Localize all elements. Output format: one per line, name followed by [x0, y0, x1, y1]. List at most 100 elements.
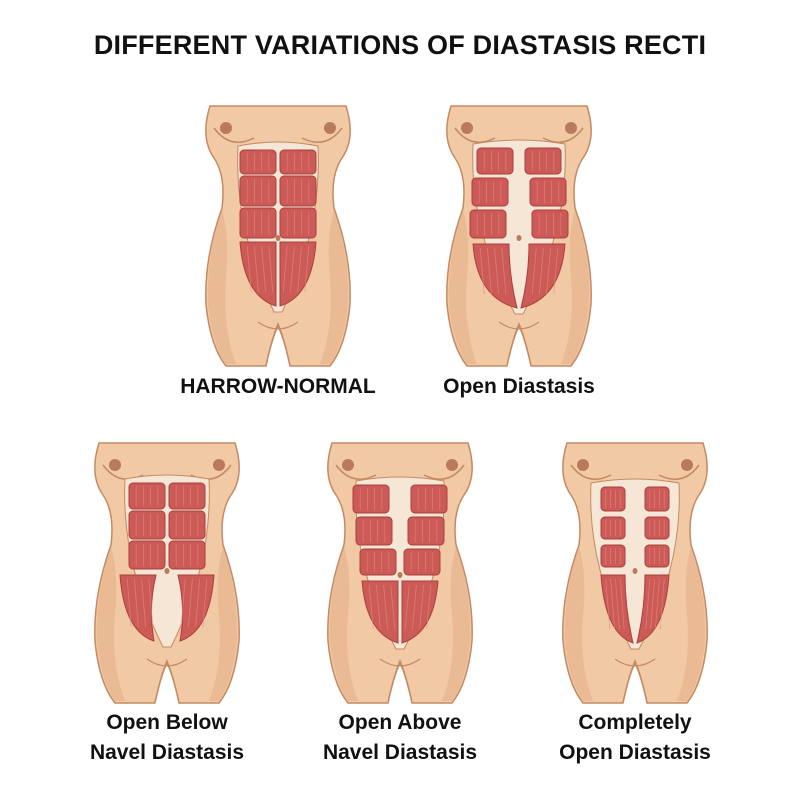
muscle-fiber-line [605, 578, 611, 630]
caption-narrow-normal: HARROW-NORMAL [140, 372, 416, 402]
muscle-fiber-line [501, 247, 507, 295]
caption-line: Open Diastasis [443, 375, 595, 398]
rectus-muscle-lower-segment [177, 574, 215, 642]
rectus-muscle-segment [168, 540, 206, 570]
muscle-fiber-line [246, 245, 252, 293]
torso-figure-open-below-navel [94, 442, 240, 704]
muscle-lower-shape [600, 574, 634, 644]
diagram-title: DIFFERENT VARIATIONS OF DIASTASIS RECTI [93, 30, 707, 60]
nipple-left [461, 122, 473, 134]
breast-line-left [335, 464, 377, 480]
muscle-segment-shape [529, 177, 567, 207]
torso-shadow-right [677, 547, 706, 701]
thigh-gap [506, 324, 532, 367]
muscle-segment-shape [469, 209, 507, 239]
muscle-segment-shape [644, 516, 670, 540]
pelvic-line [146, 658, 188, 667]
muscle-segment-shape [471, 177, 509, 207]
breast-line-left [570, 464, 612, 480]
pelvic-line [498, 321, 540, 330]
rectus-muscle-segment [128, 510, 166, 540]
muscle-segment-shape [476, 147, 514, 175]
rectus-muscle-segment [239, 175, 277, 207]
muscle-fiber-line [655, 578, 660, 630]
torso-shadow-right [442, 547, 471, 701]
muscle-fiber-line [546, 247, 551, 295]
muscle-segment-shape [168, 482, 206, 510]
rectus-muscle-segment [410, 484, 448, 514]
muscle-fiber-line [195, 578, 200, 628]
caption-line: Open Above [338, 711, 462, 734]
rectus-muscle-segment [355, 516, 393, 546]
muscle-segment-shape [239, 207, 277, 239]
torso-shadow-right [561, 210, 590, 364]
torso-figure-open-diastasis [446, 105, 592, 367]
muscle-lower-shape [239, 241, 277, 307]
muscle-fiber-line [202, 578, 208, 628]
rectus-muscle-segment [279, 149, 317, 175]
muscle-segment-shape [128, 482, 166, 510]
rectus-muscle-lower-segment [520, 243, 566, 309]
muscle-fiber-line [141, 578, 146, 628]
muscle-segment-shape [407, 516, 445, 546]
muscle-lower-shape [401, 580, 439, 644]
muscle-segment-shape [168, 540, 206, 570]
rectus-muscle-segment [352, 484, 390, 514]
nipple-left [220, 122, 232, 134]
breast-line-right [301, 127, 343, 143]
muscle-fiber-line [376, 584, 381, 630]
torso-shadow-right [209, 547, 238, 701]
rectus-muscle-lower-segment [401, 580, 439, 644]
muscle-segment-shape [239, 149, 277, 175]
torso-shadow-left [329, 547, 358, 701]
muscle-fiber-line [650, 578, 655, 630]
torso-figure-completely-open [562, 442, 708, 704]
muscle-lower-shape [177, 574, 215, 642]
torso-figure-narrow-normal [205, 105, 351, 367]
navel [397, 572, 403, 578]
breast-line-right [542, 127, 584, 143]
muscle-segment-shape [644, 486, 670, 512]
rectus-muscle-segment [469, 209, 507, 239]
caption-line: Open Below [106, 711, 228, 734]
muscle-fiber-line [539, 247, 544, 295]
rectus-muscle-segment [168, 482, 206, 510]
nipple-right [213, 459, 225, 471]
muscle-fiber-line [282, 245, 288, 293]
muscle-lower-shape [119, 574, 157, 642]
rectus-muscle-segment [524, 147, 562, 175]
rectus-muscle-segment [476, 147, 514, 175]
rectus-muscle-segment [279, 207, 317, 239]
rectus-muscle-lower-segment [239, 241, 277, 307]
caption-line: Open Diastasis [559, 741, 711, 764]
pelvic-line [257, 321, 299, 330]
nipple-right [681, 459, 693, 471]
muscle-fiber-line [479, 247, 485, 295]
navel [164, 568, 170, 574]
muscle-segment-shape [355, 516, 393, 546]
muscle-fiber-line [645, 578, 651, 630]
rectus-muscle-segment [644, 544, 670, 568]
rectus-muscle-lower-segment [361, 580, 399, 644]
pelvic-line [614, 658, 656, 667]
breast-line-right [658, 464, 700, 480]
rectus-muscle-segment [128, 482, 166, 510]
rectus-muscle-lower-segment [472, 243, 518, 309]
muscle-fiber-line [553, 247, 559, 295]
muscle-fiber-line [254, 245, 259, 293]
rectus-muscle-segment [600, 516, 626, 540]
torso-shadow-left [96, 547, 125, 701]
rectus-muscle-segment [531, 209, 569, 239]
rectus-muscle-lower-segment [279, 241, 317, 307]
torso-shadow-left [207, 210, 236, 364]
rectus-muscle-segment [600, 486, 626, 512]
muscle-fiber-line [419, 584, 424, 630]
thigh-gap [265, 324, 291, 367]
muscle-segment-shape [644, 544, 670, 568]
pelvic-line [379, 658, 421, 667]
torso-shadow-left [448, 210, 477, 364]
rectus-muscle-segment [128, 540, 166, 570]
